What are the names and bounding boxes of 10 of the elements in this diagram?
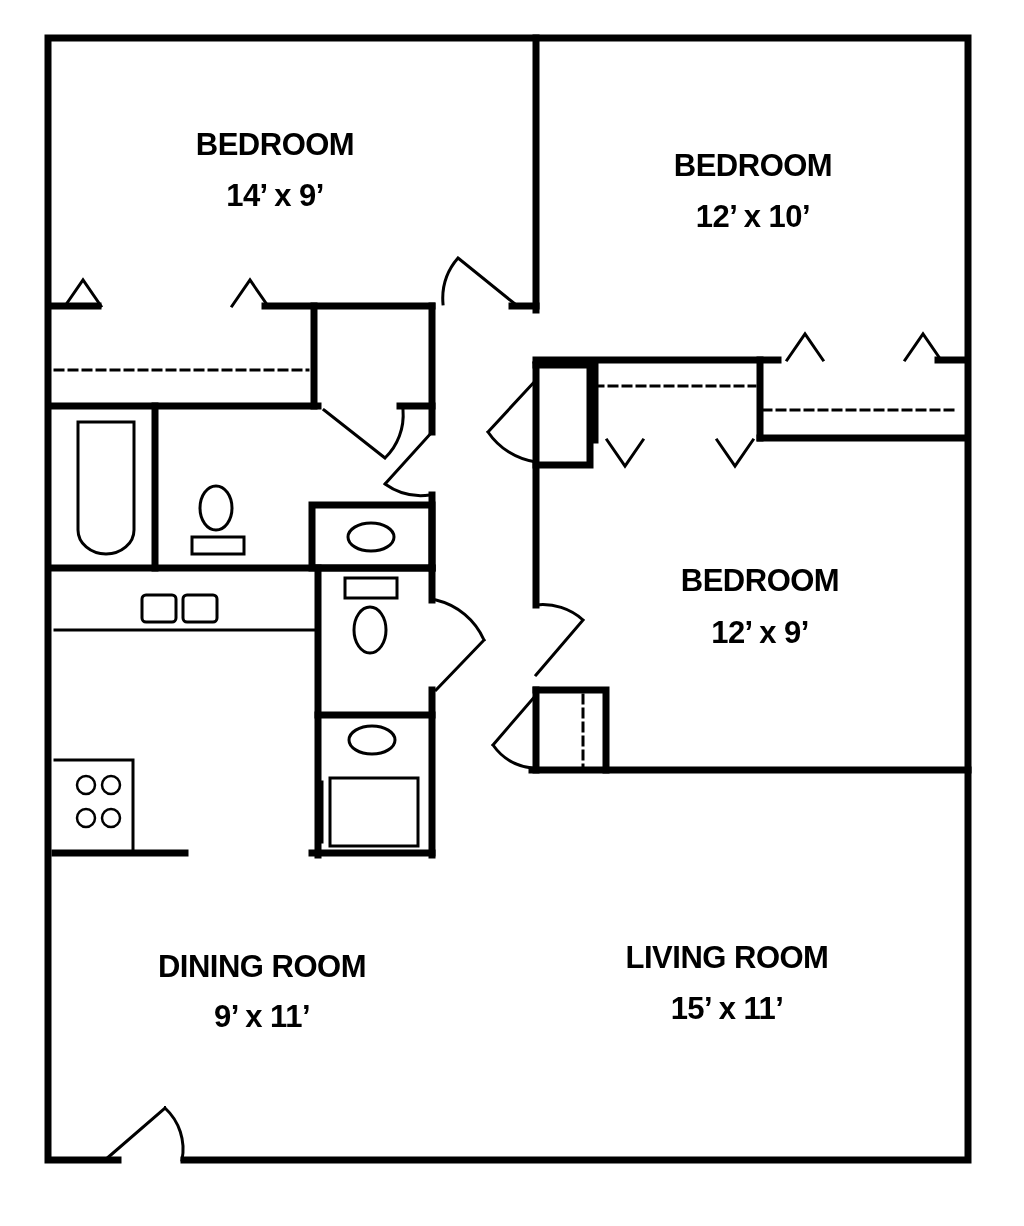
room-dimensions: 14’ x 9’ (226, 178, 324, 214)
room-dimensions: 12’ x 10’ (695, 199, 811, 235)
room-name: BEDROOM (673, 148, 833, 184)
room-name: BEDROOM (195, 127, 355, 163)
room-name: BEDROOM (680, 563, 840, 599)
room-name: LIVING ROOM (625, 940, 829, 976)
room-dimensions: 15’ x 11’ (670, 991, 784, 1027)
room-dimensions: 9’ x 11’ (214, 999, 310, 1035)
room-dimensions: 12’ x 9’ (711, 615, 809, 651)
room-name: DINING ROOM (157, 949, 367, 985)
